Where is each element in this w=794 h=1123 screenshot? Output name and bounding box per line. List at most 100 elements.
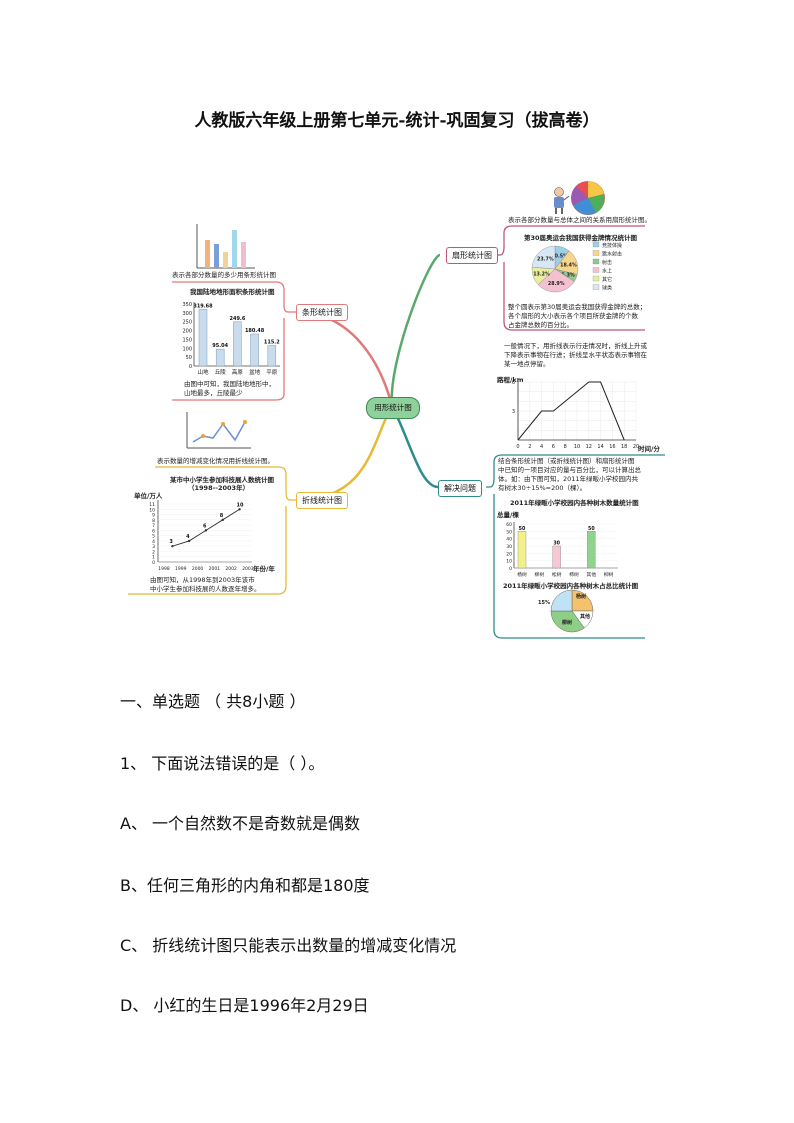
data-label: 249.6 — [229, 316, 245, 322]
data-label: 319.68 — [193, 303, 213, 309]
teacher-icon — [554, 187, 569, 214]
data-label: 6 — [203, 523, 207, 529]
y-tick-label: 0 — [189, 364, 192, 370]
travel-ylabel: 路程/km — [497, 376, 524, 384]
legend-swatch — [592, 241, 600, 248]
x-tick-label: 山地 — [197, 368, 209, 376]
y-tick-label: 40 — [506, 537, 512, 543]
travel-note-2: 下降表示事物在行进；折线呈水平状态表示事物在 — [504, 351, 647, 359]
slice-label: 23.7% — [537, 257, 554, 263]
y-tick-label: 4 — [152, 539, 155, 545]
x-tick-label: 其他 — [587, 571, 597, 578]
data-label: 180.48 — [245, 328, 265, 334]
x-tick-label: 高原 — [232, 368, 244, 376]
data-label: 4 — [186, 534, 190, 540]
legend-swatch — [592, 267, 600, 273]
travel-note-3: 某一地点停留。 — [504, 360, 550, 368]
y-tick-label: 10 — [506, 559, 512, 565]
slice-label: 杨树 — [576, 593, 586, 600]
section-heading: 一、单选题 （ 共8小题 ） — [120, 692, 306, 711]
pie-slice — [531, 245, 556, 270]
y-tick-label: 200 — [182, 329, 192, 335]
legend-label: 其它 — [602, 276, 612, 283]
line-chart-ylabel: 单位/万人 — [134, 492, 163, 500]
data-label: 10 — [237, 502, 244, 508]
y-tick-label: 2 — [152, 549, 155, 555]
y-tick-label: 10 — [149, 507, 155, 513]
solve-branch-label: 解决问题 — [438, 480, 482, 497]
x-tick-label: 1998 — [158, 566, 170, 572]
solve-text-1: 结合条形统计图（或折线统计图）和扇形统计图 — [498, 457, 635, 465]
x-tick-label: 18 — [621, 444, 627, 450]
x-tick-label: 2001 — [209, 566, 221, 572]
bar-branch-desc: 表示各部分数量的多少用条形统计图 — [172, 271, 276, 279]
tree-bar-title: 2011年绿畈小学校园内各种树木数量统计图 — [510, 499, 639, 507]
bar — [215, 348, 225, 367]
data-label: 3 — [169, 539, 173, 545]
bar — [233, 321, 242, 367]
x-tick-label: 12 — [586, 444, 592, 450]
data-label: 50 — [519, 526, 526, 532]
y-tick-label: 150 — [182, 337, 192, 343]
slice-label: 5.3% — [561, 273, 574, 279]
y-tick-label: 30 — [506, 544, 512, 550]
olympic-gold-pie-chart: 10.5%18.4%5.3%28.9%13.2%23.7%竞技体操跳水射击射击水… — [531, 241, 622, 293]
legend-label: 水上 — [602, 268, 612, 275]
legend-label: 球类 — [602, 285, 612, 292]
x-tick-label: 杨树 — [517, 571, 527, 578]
pie-chart-icon — [571, 181, 605, 215]
x-tick-label: 盆地 — [249, 368, 261, 376]
option-c[interactable]: C、 折线统计图只能表示出数量的增减变化情况 — [120, 936, 457, 955]
mindmap: 用形统计图 条形统计图 表示各部分数量的多少用条形统计图 我国陆地地形面积条形统… — [128, 181, 665, 639]
option-a[interactable]: A、 一个自然数不是奇数就是偶数 — [120, 814, 361, 833]
line-note-2: 中小学生参加科技展的人数逐年增多。 — [150, 585, 261, 593]
x-tick-label: 2002 — [225, 566, 237, 572]
mindmap-center-node: 用形统计图 — [366, 397, 420, 419]
bar — [587, 531, 596, 569]
line-chart-icon — [186, 412, 251, 449]
tree-bar-ylabel: 总量/棵 — [497, 511, 519, 519]
solve-text-3: 体。如：由下图可知，2011年绿畈小学校园内共 — [498, 475, 639, 483]
x-tick-label: 柿树 — [569, 571, 579, 578]
pie-note-3: 占金牌总数的百分比。 — [508, 321, 573, 329]
data-point — [238, 508, 241, 511]
option-b[interactable]: B、任何三角形的内角和都是180度 — [120, 876, 370, 895]
bar — [552, 545, 561, 569]
pie-note-1: 整个圆表示第30届奥运会我国获得金牌的总数； — [508, 303, 647, 311]
y-tick-label: 6 — [152, 528, 155, 534]
data-label: 8 — [220, 513, 224, 519]
x-tick-label: 0 — [516, 444, 519, 450]
solve-text-4: 有树木30÷15%=200（棵）。 — [498, 484, 587, 492]
pie-branch-desc: 表示各部分数量与总体之间的关系用扇形统计图。 — [508, 216, 651, 224]
y-tick-label: 0 — [152, 560, 155, 566]
data-point — [221, 518, 224, 522]
line-branch-label: 折线统计图 — [296, 492, 348, 509]
y-tick-label: 60 — [506, 522, 512, 528]
x-tick-label: 平原 — [266, 369, 278, 376]
travel-xlabel: 时间/分 — [638, 445, 660, 453]
pie-chart-title: 第30届奥运会我国获得金牌情况统计图 — [524, 234, 638, 242]
y-tick-label: 300 — [182, 311, 192, 317]
x-tick-label: 2 — [528, 444, 531, 450]
x-tick-label: 10 — [574, 444, 580, 450]
bar — [267, 345, 277, 367]
pie-note-2: 各个扇形的大小表示各个项目所获金牌的个数 — [508, 312, 638, 320]
slice-label: 柳树 — [562, 619, 572, 626]
y-tick-label: 11 — [149, 502, 155, 508]
line-branch-desc: 表示数量的增减变化情况用折线统计图。 — [157, 457, 274, 465]
y-tick-label: 250 — [182, 320, 192, 326]
data-label: 95.04 — [212, 343, 228, 349]
y-tick-label: 0 — [509, 566, 512, 572]
slice-label: 15% — [538, 600, 550, 606]
pie-branch-label: 扇形统计图 — [446, 247, 498, 264]
x-tick-label: 14 — [597, 444, 603, 450]
pie-slice — [550, 610, 585, 633]
y-tick-label: 1 — [152, 555, 155, 561]
line-note-1: 由图可知，从1998年到2003年该市 — [150, 576, 255, 584]
option-d[interactable]: D、 小红的生日是1996年2月29日 — [120, 996, 369, 1015]
tree-pie-title: 2011年绿畈小学校园内各种树木占总比统计图 — [503, 582, 639, 590]
center-label: 用形统计图 — [374, 403, 412, 412]
x-tick-label: 柳树 — [604, 571, 614, 578]
